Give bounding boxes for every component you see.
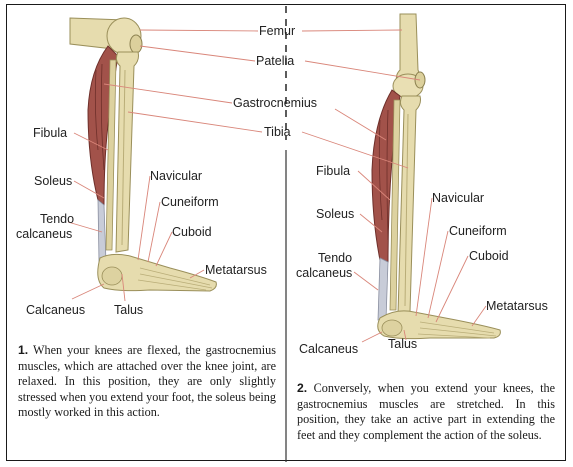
caption-right-number: 2. xyxy=(297,381,307,395)
label-left-talus: Talus xyxy=(114,303,143,317)
label-left-tendo-1: Tendo xyxy=(40,212,74,226)
label-right-talus: Talus xyxy=(388,337,417,351)
label-left-calcaneus: Calcaneus xyxy=(26,303,85,317)
label-right-metatarsus: Metatarsus xyxy=(486,299,548,313)
label-right-cuboid: Cuboid xyxy=(469,249,509,263)
label-right-calcaneus: Calcaneus xyxy=(299,342,358,356)
label-left-metatarsus: Metatarsus xyxy=(205,263,267,277)
label-left-cuneiform: Cuneiform xyxy=(161,195,219,209)
right-leg xyxy=(372,14,500,339)
caption-left: 1. When your knees are flexed, the gastr… xyxy=(18,343,276,421)
left-leg xyxy=(70,18,216,291)
label-left-cuboid: Cuboid xyxy=(172,225,212,239)
label-tibia: Tibia xyxy=(264,125,291,139)
label-left-tendo-2: calcaneus xyxy=(16,227,72,241)
left-patella xyxy=(130,35,142,53)
label-right-tendo-2: calcaneus xyxy=(296,266,352,280)
label-right-navicular: Navicular xyxy=(432,191,484,205)
label-gastrocnemius: Gastrocnemius xyxy=(233,96,317,110)
label-femur: Femur xyxy=(259,24,295,38)
label-left-navicular: Navicular xyxy=(150,169,202,183)
caption-right-text: Conversely, when you extend your knees, … xyxy=(297,381,555,442)
label-right-soleus: Soleus xyxy=(316,207,354,221)
label-right-tendo-1: Tendo xyxy=(318,251,352,265)
label-left-soleus: Soleus xyxy=(34,174,72,188)
label-patella: Patella xyxy=(256,54,294,68)
label-right-cuneiform: Cuneiform xyxy=(449,224,507,238)
label-right-fibula: Fibula xyxy=(316,164,350,178)
caption-left-number: 1. xyxy=(18,343,28,357)
right-tendo xyxy=(378,258,388,320)
left-tibia xyxy=(116,52,139,252)
label-left-fibula: Fibula xyxy=(33,126,67,140)
caption-right: 2. Conversely, when you extend your knee… xyxy=(297,381,555,443)
caption-left-text: When your knees are flexed, the gastrocn… xyxy=(18,343,276,419)
right-tibia xyxy=(398,96,421,314)
